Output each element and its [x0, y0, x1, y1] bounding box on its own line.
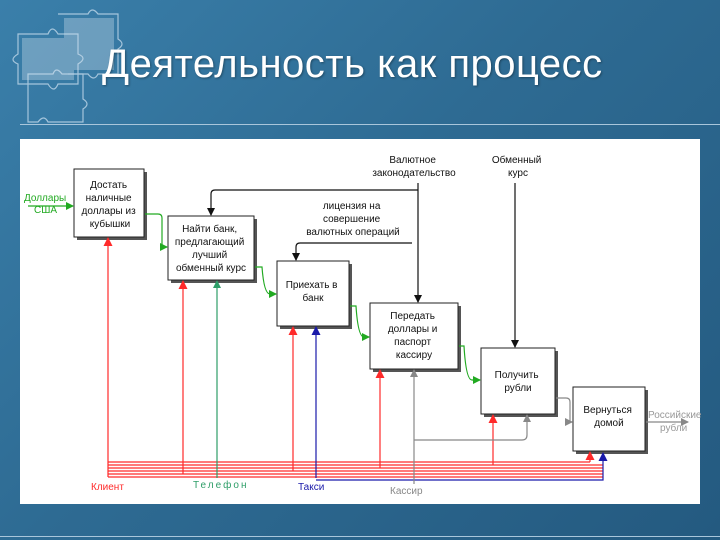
activity-1-text: Достать наличные доллары из кубышки [82, 180, 139, 230]
activity-5-text: Получить рубли [495, 370, 542, 394]
input-label: Доллары США [24, 193, 69, 216]
flow-arrow-4-5 [459, 345, 481, 384]
activity-2-text: Найти банк, предлагающий лучший обменный… [175, 223, 247, 274]
slide-title: Деятельность как процесс [102, 42, 603, 86]
activity-box-3 [276, 260, 352, 329]
flow-arrow-1-2 [145, 213, 168, 251]
control-law-label: Валютное законодательство [372, 155, 456, 179]
activity-box-2 [167, 215, 257, 283]
activity-box-6 [572, 386, 648, 454]
flow-arrow-5-6 [556, 397, 573, 426]
activity-4-text: Передать доллары и паспорт кассиру [388, 311, 440, 361]
activity-6-text: Вернуться домой [583, 405, 634, 429]
activity-box-1 [73, 168, 147, 240]
mechanism-cashier-line-5 [414, 414, 531, 441]
mechanism-taxi-label: Такси [298, 482, 324, 493]
control-rate-label: Обменный курс [492, 154, 544, 179]
activity-box-4 [369, 302, 461, 372]
activity-box-5 [480, 347, 558, 417]
puzzle-logo-icon [12, 9, 123, 123]
control-law-arrow-2 [207, 189, 418, 216]
output-label: Российские рубли [648, 410, 704, 434]
mechanism-client-label: Клиент [91, 482, 124, 493]
flow-arrow-2-3 [255, 266, 277, 298]
control-license-label: лицензия на совершение валютных операций [306, 201, 400, 238]
bottom-divider [0, 536, 720, 537]
mechanism-phone-label: Телефон [193, 479, 248, 491]
flow-arrow-3-4 [350, 305, 370, 341]
title-divider [20, 124, 720, 125]
control-license-arrow-3 [292, 242, 412, 261]
activity-3-text: Приехать в банк [286, 280, 341, 304]
mechanism-cashier-label: Кассир [390, 486, 423, 497]
mechanism-taxi-line-6 [316, 452, 608, 481]
